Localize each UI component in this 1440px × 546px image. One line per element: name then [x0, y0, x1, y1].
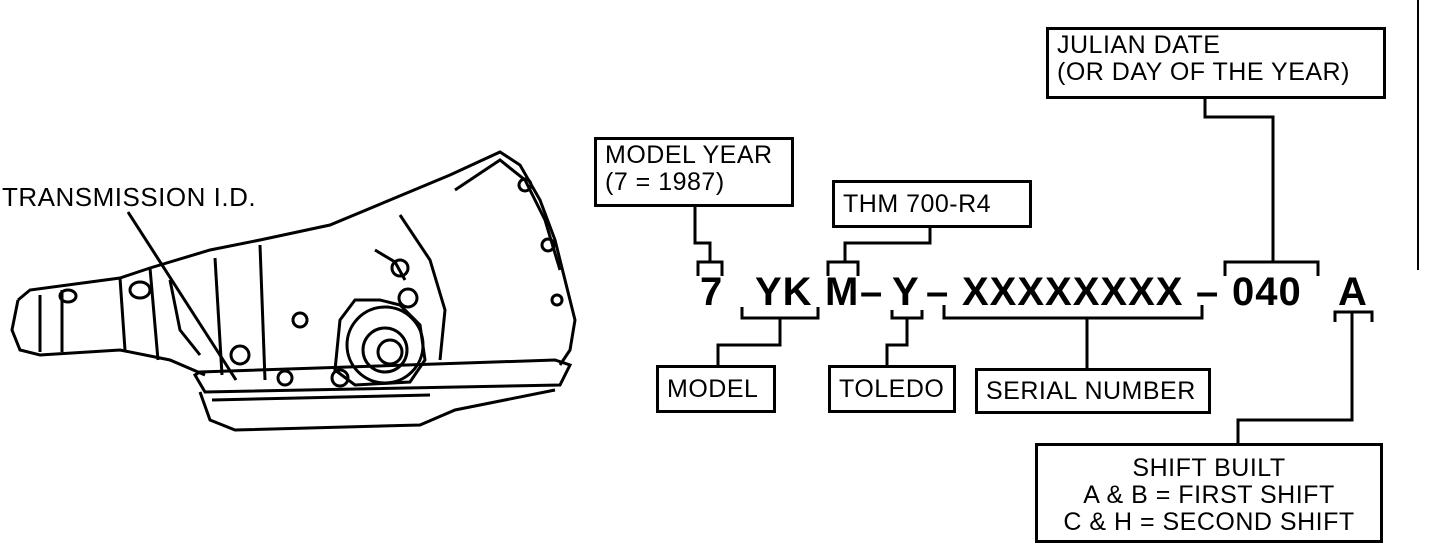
julian-date-box: JULIAN DATE (OR DAY OF THE YEAR): [1046, 27, 1386, 99]
thm-box: THM 700-R4: [832, 180, 1032, 228]
code-shift: A: [1338, 270, 1368, 314]
serial-number-text: SERIAL NUMBER: [986, 377, 1196, 405]
model-box: MODEL: [656, 365, 776, 413]
thm-text: THM 700-R4: [843, 190, 992, 218]
code-plant: Y: [892, 270, 920, 314]
model-year-title: MODEL YEAR: [605, 141, 773, 169]
code-serial: XXXXXXXX: [962, 270, 1184, 314]
shift-built-title: SHIFT BUILT: [1132, 454, 1286, 482]
code-model: YK: [755, 270, 813, 314]
code-dash-2: –: [926, 270, 950, 314]
code-year: 7: [700, 270, 724, 314]
transmission-body: [10, 150, 577, 432]
code-dash-3: –: [1196, 270, 1220, 314]
transmission-id-leader: [126, 211, 238, 381]
model-text: MODEL: [667, 375, 759, 403]
code-dash-1: –: [860, 270, 884, 314]
toledo-box: TOLEDO: [828, 365, 956, 413]
shift-built-second: C & H = SECOND SHIFT: [1063, 508, 1355, 536]
shift-built-box: SHIFT BUILT A & B = FIRST SHIFT C & H = …: [1035, 443, 1383, 543]
shift-built-first: A & B = FIRST SHIFT: [1083, 481, 1335, 509]
transmission-id-label: TRANSMISSION I.D.: [2, 182, 257, 212]
code-type: M: [825, 270, 860, 314]
model-year-value: (7 = 1987): [605, 168, 725, 196]
julian-date-title: JULIAN DATE: [1057, 31, 1221, 59]
model-year-box: MODEL YEAR (7 = 1987): [594, 137, 794, 207]
julian-date-desc: (OR DAY OF THE YEAR): [1057, 58, 1350, 86]
serial-number-box: SERIAL NUMBER: [975, 368, 1211, 414]
code-julian: 040: [1232, 270, 1302, 314]
toledo-text: TOLEDO: [839, 375, 945, 403]
code-connectors: [693, 97, 1374, 445]
